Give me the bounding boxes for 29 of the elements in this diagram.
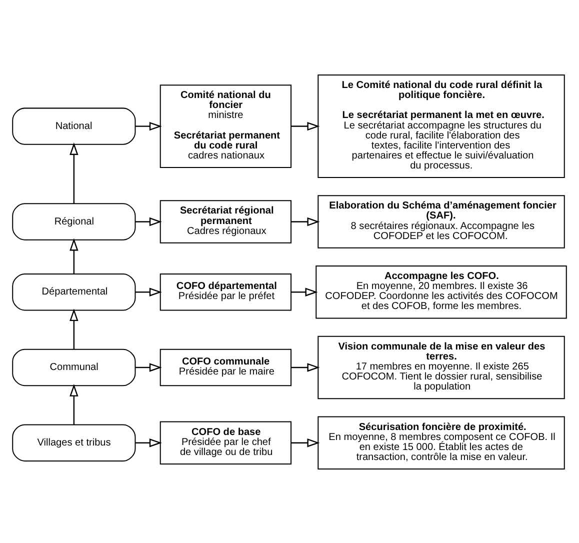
- arrow: [135, 362, 162, 372]
- node-box: Elaboration du Schéma d’aménagement foncier (SAF). 8 secrétaires régionaux. Accompagne les COFODEP et les COFOCOM.: [318, 194, 565, 248]
- arrow: [70, 308, 78, 349]
- arrow: [70, 238, 78, 274]
- node-box: Régional: [12, 202, 136, 240]
- node-box: Secrétariat régional permanent Cadres régionaux: [160, 200, 292, 243]
- arrow: [135, 438, 162, 447]
- arrow: [291, 216, 320, 226]
- node-box: Villages et tribus: [12, 424, 136, 461]
- arrow: [135, 121, 162, 130]
- arrow: [135, 287, 162, 296]
- arrow: [291, 362, 320, 372]
- arrow: [291, 438, 320, 447]
- node-box: Communal: [12, 348, 136, 386]
- node-box: Comité national du foncier ministre Secrétariat permanent du code rural cadres nationaux: [160, 84, 292, 168]
- node-box: COFO de base Présidée par le chef de village ou de tribu: [160, 420, 292, 464]
- node-box: Départemental: [12, 273, 136, 310]
- node-box: Vision communale de la mise en valeur des terres. 17 membres en moyenne. Il existe 265 COFOCOM. Tient le dossier rural, sensibilise la population: [318, 335, 565, 399]
- arrow: [291, 121, 320, 130]
- arrow: [135, 216, 162, 226]
- node-box: Le Comité national du code rural définit la politique foncière. Le secrétariat permanent la met en œuvre. Le secrétariat accompagne les structures du code rural, facilite l'élaboration des textes, facilite l'intervention des partenaires et effectue le suivi/évaluation du processus.: [318, 74, 565, 178]
- node-box: Sécurisation foncière de proximité. En moyenne, 8 membres composent ce COFOB. Il en existe 15 000. Établit les actes de transaction, contrôle la mise en valeur.: [318, 416, 565, 469]
- node-box: National: [12, 107, 136, 144]
- node-box: Accompagne les COFO. En moyenne, 20 membres. Il existe 36 COFODEP. Coordonne les activités des COFOCOM et des COFOB, forme les membres.: [316, 264, 567, 318]
- arrow: [291, 287, 318, 296]
- arrow: [70, 383, 78, 424]
- node-box: COFO communale Présidée par le maire: [160, 348, 292, 386]
- arrow: [70, 142, 78, 203]
- node-box: COFO départemental Présidée par le préfet: [160, 273, 292, 310]
